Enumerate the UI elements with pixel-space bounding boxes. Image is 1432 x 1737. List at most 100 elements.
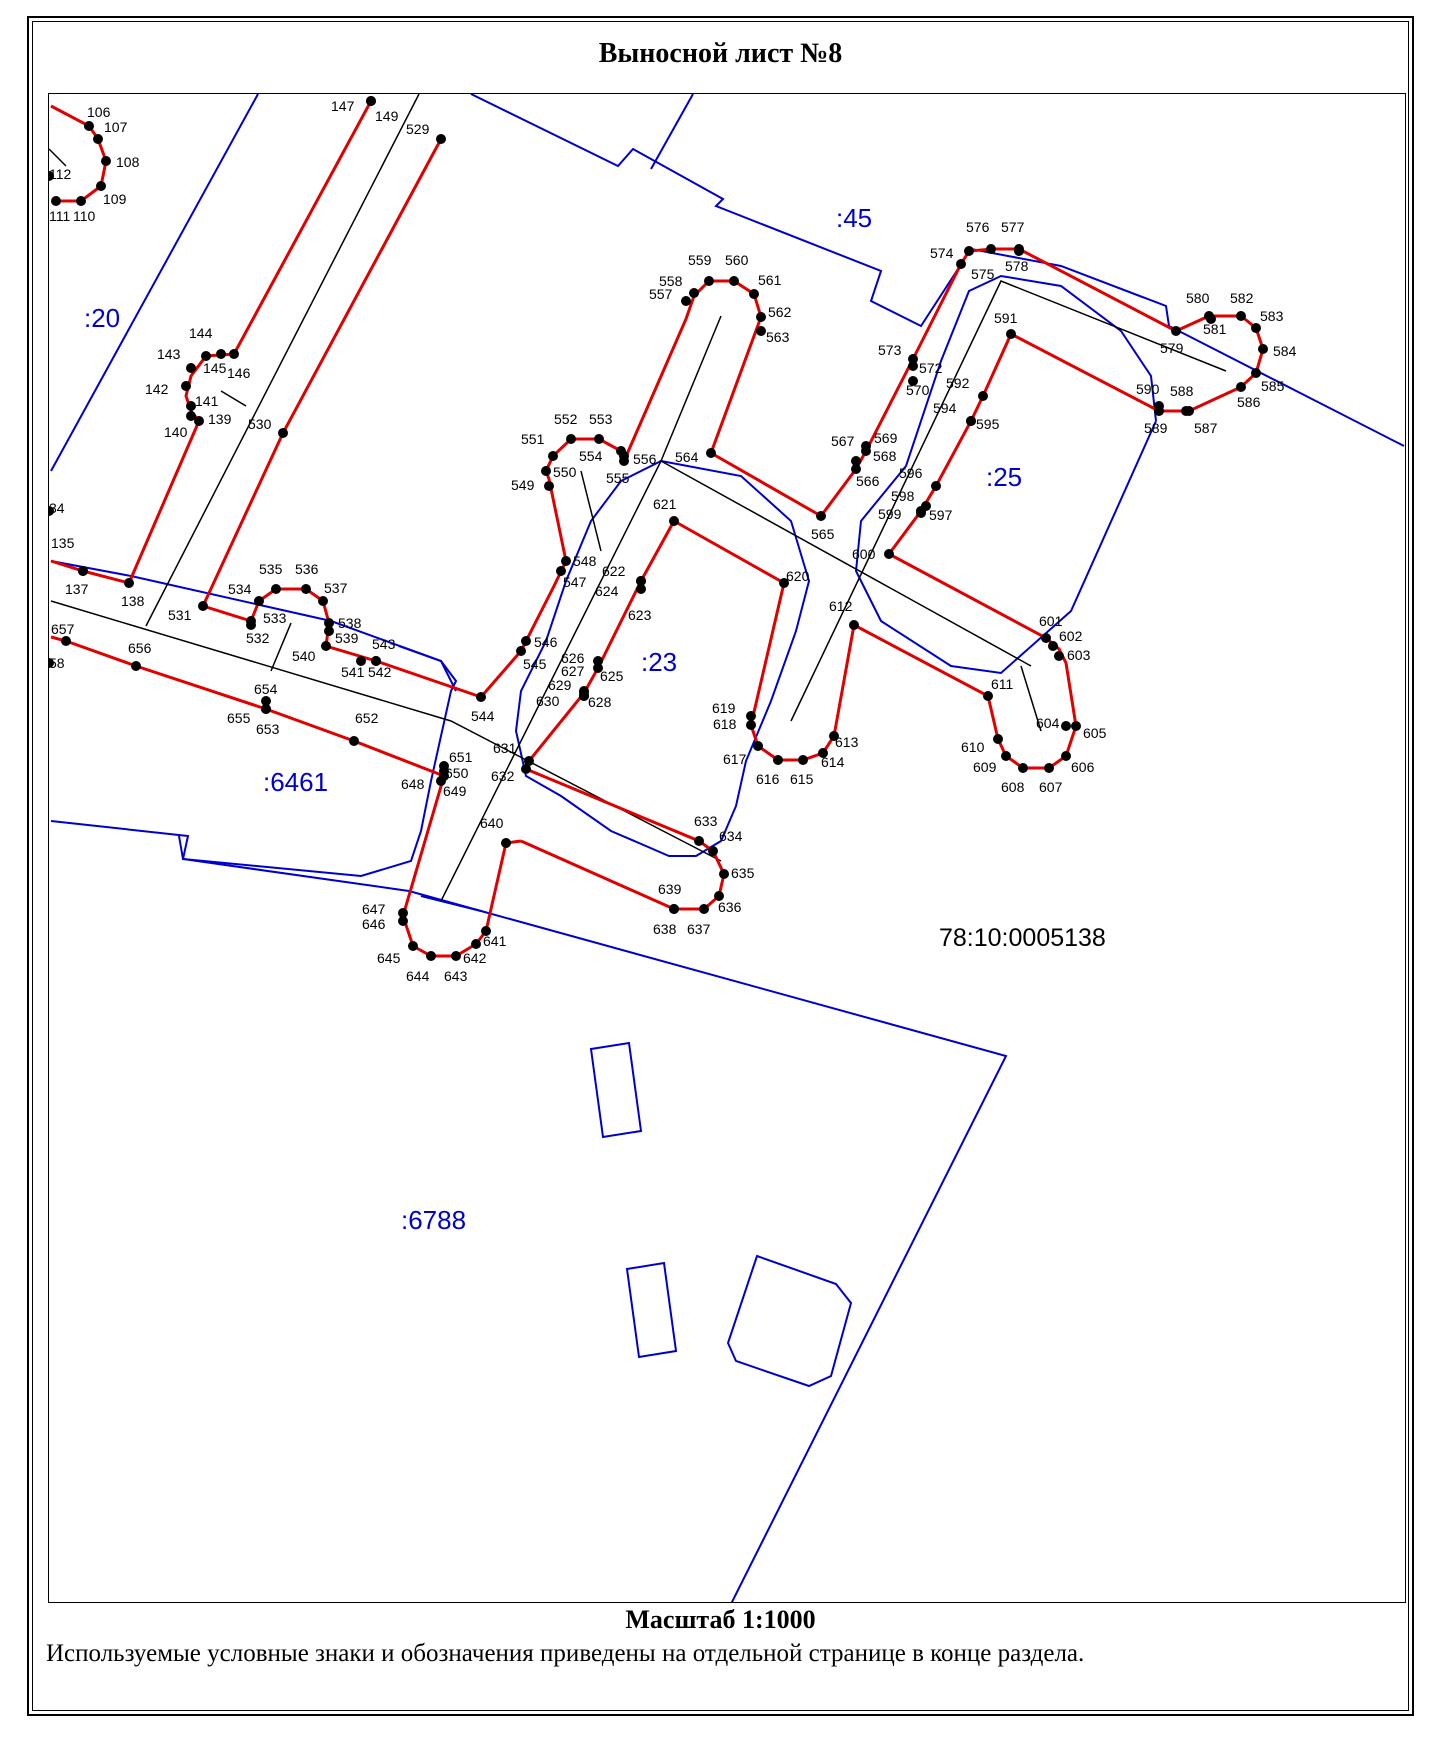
point-label-638: 638	[653, 921, 677, 937]
point-label-580: 580	[1186, 290, 1210, 306]
parcel-6788-boundary	[178, 835, 1008, 1602]
axis-diagonal-1	[145, 94, 420, 627]
boundary-point-138	[124, 578, 134, 588]
axis-branch-1	[660, 315, 722, 462]
point-labels: 1061071081091101111121351371381391401411…	[49, 98, 1297, 984]
boundary-point-570	[908, 376, 918, 386]
boundary-point-639	[669, 904, 679, 914]
boundary-point-540	[321, 641, 331, 651]
point-label-149: 149	[375, 108, 399, 124]
point-label-537: 537	[324, 580, 348, 596]
axis-street-main	[50, 600, 722, 862]
axis-branch-2	[1020, 665, 1042, 732]
boundary-point-611	[983, 691, 993, 701]
point-label-578: 578	[1005, 258, 1029, 274]
point-label-596: 596	[899, 465, 923, 481]
point-label-632: 632	[491, 768, 515, 784]
point-label-643: 643	[444, 968, 468, 984]
boundary-point-575	[986, 244, 996, 254]
parcel-45-spur	[650, 94, 694, 170]
point-label-138: 138	[121, 593, 145, 609]
boundary-point-616	[773, 755, 783, 765]
point-label-624: 624	[595, 583, 619, 599]
boundary-point-531	[198, 601, 208, 611]
point-label-631: 631	[493, 740, 517, 756]
boundary-point-645	[408, 941, 418, 951]
boundary-point-603	[1054, 651, 1064, 661]
boundary-point-566	[851, 464, 861, 474]
boundary-point-620	[779, 578, 789, 588]
point-label-554: 554	[579, 448, 603, 464]
point-label-592: 592	[946, 375, 970, 391]
boundary-point-111	[51, 196, 61, 206]
point-label-647: 647	[362, 901, 386, 917]
point-label-648: 648	[401, 776, 425, 792]
point-label-568: 568	[873, 448, 897, 464]
point-label-642: 642	[463, 950, 487, 966]
boundary-point-559	[704, 276, 714, 286]
boundary-point-623	[636, 576, 646, 586]
point-label-651: 651	[449, 749, 473, 765]
point-label-626: 626	[561, 650, 585, 666]
point-label-567: 567	[831, 433, 855, 449]
point-label-531: 531	[168, 607, 192, 623]
boundary-point-143	[186, 363, 196, 373]
boundary-point-551	[548, 451, 558, 461]
boundary-point-652	[349, 736, 359, 746]
point-label-575: 575	[971, 266, 995, 282]
boundary-point-631	[524, 756, 534, 766]
boundary-point-58	[49, 658, 54, 668]
point-label-536: 536	[295, 561, 319, 577]
boundary-point-586	[1236, 382, 1246, 392]
point-label-106: 106	[87, 104, 111, 120]
point-label-532: 532	[246, 630, 270, 646]
point-label-584: 584	[1273, 343, 1297, 359]
point-label-591: 591	[994, 310, 1018, 326]
point-label-615: 615	[790, 771, 814, 787]
point-label-657: 657	[51, 621, 75, 637]
boundary-point-642	[471, 939, 481, 949]
parcel-label-20: :20	[84, 303, 120, 333]
boundary-point-634	[708, 846, 718, 856]
boundary-point-615	[798, 755, 808, 765]
boundary-point-608	[1018, 763, 1028, 773]
point-label-627: 627	[561, 663, 585, 679]
point-label-535: 535	[259, 561, 283, 577]
boundary-point-632	[521, 764, 531, 774]
point-label-608: 608	[1001, 779, 1025, 795]
boundary-point-641	[481, 926, 491, 936]
point-label-144: 144	[189, 325, 213, 341]
point-label-599: 599	[878, 506, 902, 522]
point-label-135: 135	[51, 535, 75, 551]
boundary-point-560	[729, 276, 739, 286]
red-line-135-138	[50, 559, 130, 585]
boundary-point-588	[1181, 406, 1191, 416]
boundary-point-562	[756, 312, 766, 322]
boundary-point-536	[301, 584, 311, 594]
point-label-602: 602	[1059, 628, 1083, 644]
point-label-561: 561	[758, 272, 782, 288]
point-label-564: 564	[675, 449, 699, 465]
point-label-646: 646	[362, 916, 386, 932]
boundary-point-561	[749, 289, 759, 299]
boundary-point-556	[619, 451, 629, 461]
point-label-109: 109	[103, 191, 127, 207]
point-label-573: 573	[878, 342, 902, 358]
boundary-point-142	[181, 381, 191, 391]
point-label-534: 534	[228, 581, 252, 597]
point-label-141: 141	[195, 393, 219, 409]
parcel-6461-edge	[398, 645, 457, 692]
point-label-630: 630	[536, 693, 560, 709]
point-label-140: 140	[164, 424, 188, 440]
point-label-137: 137	[65, 581, 89, 597]
point-label-544: 544	[471, 708, 495, 724]
boundary-point-590	[1154, 401, 1164, 411]
boundary-point-610	[993, 734, 1003, 744]
parcel-boundaries	[50, 94, 1405, 1602]
point-label-583: 583	[1260, 308, 1284, 324]
point-label-541: 541	[341, 664, 365, 680]
axis-lines	[49, 94, 1227, 902]
point-label-614: 614	[821, 754, 845, 770]
point-label-143: 143	[157, 346, 181, 362]
boundary-point-565	[816, 511, 826, 521]
